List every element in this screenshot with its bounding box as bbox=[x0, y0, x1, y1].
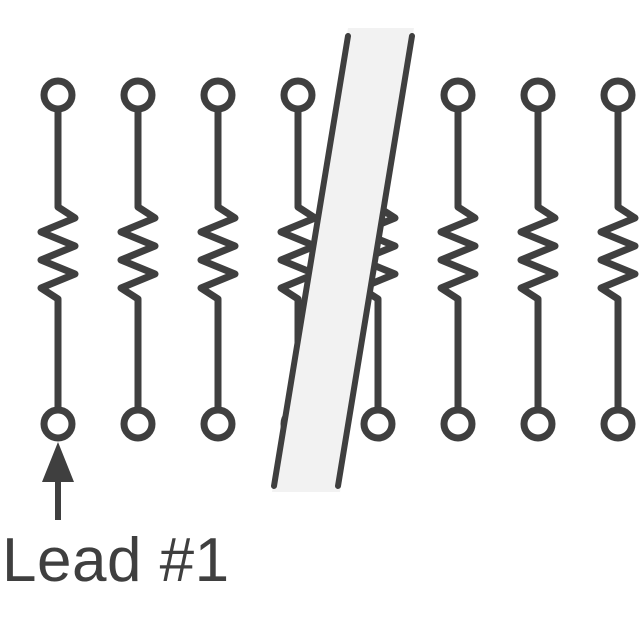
break-band bbox=[271, 28, 415, 492]
bottom-terminal bbox=[200, 406, 236, 442]
top-terminal bbox=[440, 77, 476, 113]
resistor-body bbox=[277, 105, 319, 414]
resistor-body bbox=[197, 105, 239, 414]
top-terminal bbox=[520, 77, 556, 113]
resistor-1 bbox=[37, 77, 79, 442]
bottom-terminal bbox=[40, 406, 76, 442]
resistor-body bbox=[437, 105, 479, 414]
resistor-body bbox=[597, 105, 639, 414]
top-terminal bbox=[120, 77, 156, 113]
top-terminal bbox=[200, 77, 236, 113]
resistor-2 bbox=[117, 77, 159, 442]
resistor-body bbox=[37, 105, 79, 414]
bottom-terminal bbox=[120, 406, 156, 442]
break-line-left bbox=[271, 33, 351, 489]
resistor-body bbox=[517, 105, 559, 414]
break-line-right bbox=[335, 33, 415, 489]
resistor-6 bbox=[437, 77, 479, 442]
bottom-terminal bbox=[520, 406, 556, 442]
arrow-up-icon bbox=[42, 442, 74, 520]
resistor-body bbox=[117, 105, 159, 414]
resistor-8 bbox=[597, 77, 639, 442]
top-terminal bbox=[600, 77, 636, 113]
top-terminal bbox=[40, 77, 76, 113]
top-terminal bbox=[280, 77, 316, 113]
bottom-terminal bbox=[440, 406, 476, 442]
bottom-terminal bbox=[360, 406, 396, 442]
break-band-fill bbox=[272, 28, 414, 492]
resistor-3 bbox=[197, 77, 239, 442]
resistor-7 bbox=[517, 77, 559, 442]
lead-label: Lead #1 bbox=[2, 526, 230, 595]
bottom-terminal bbox=[600, 406, 636, 442]
